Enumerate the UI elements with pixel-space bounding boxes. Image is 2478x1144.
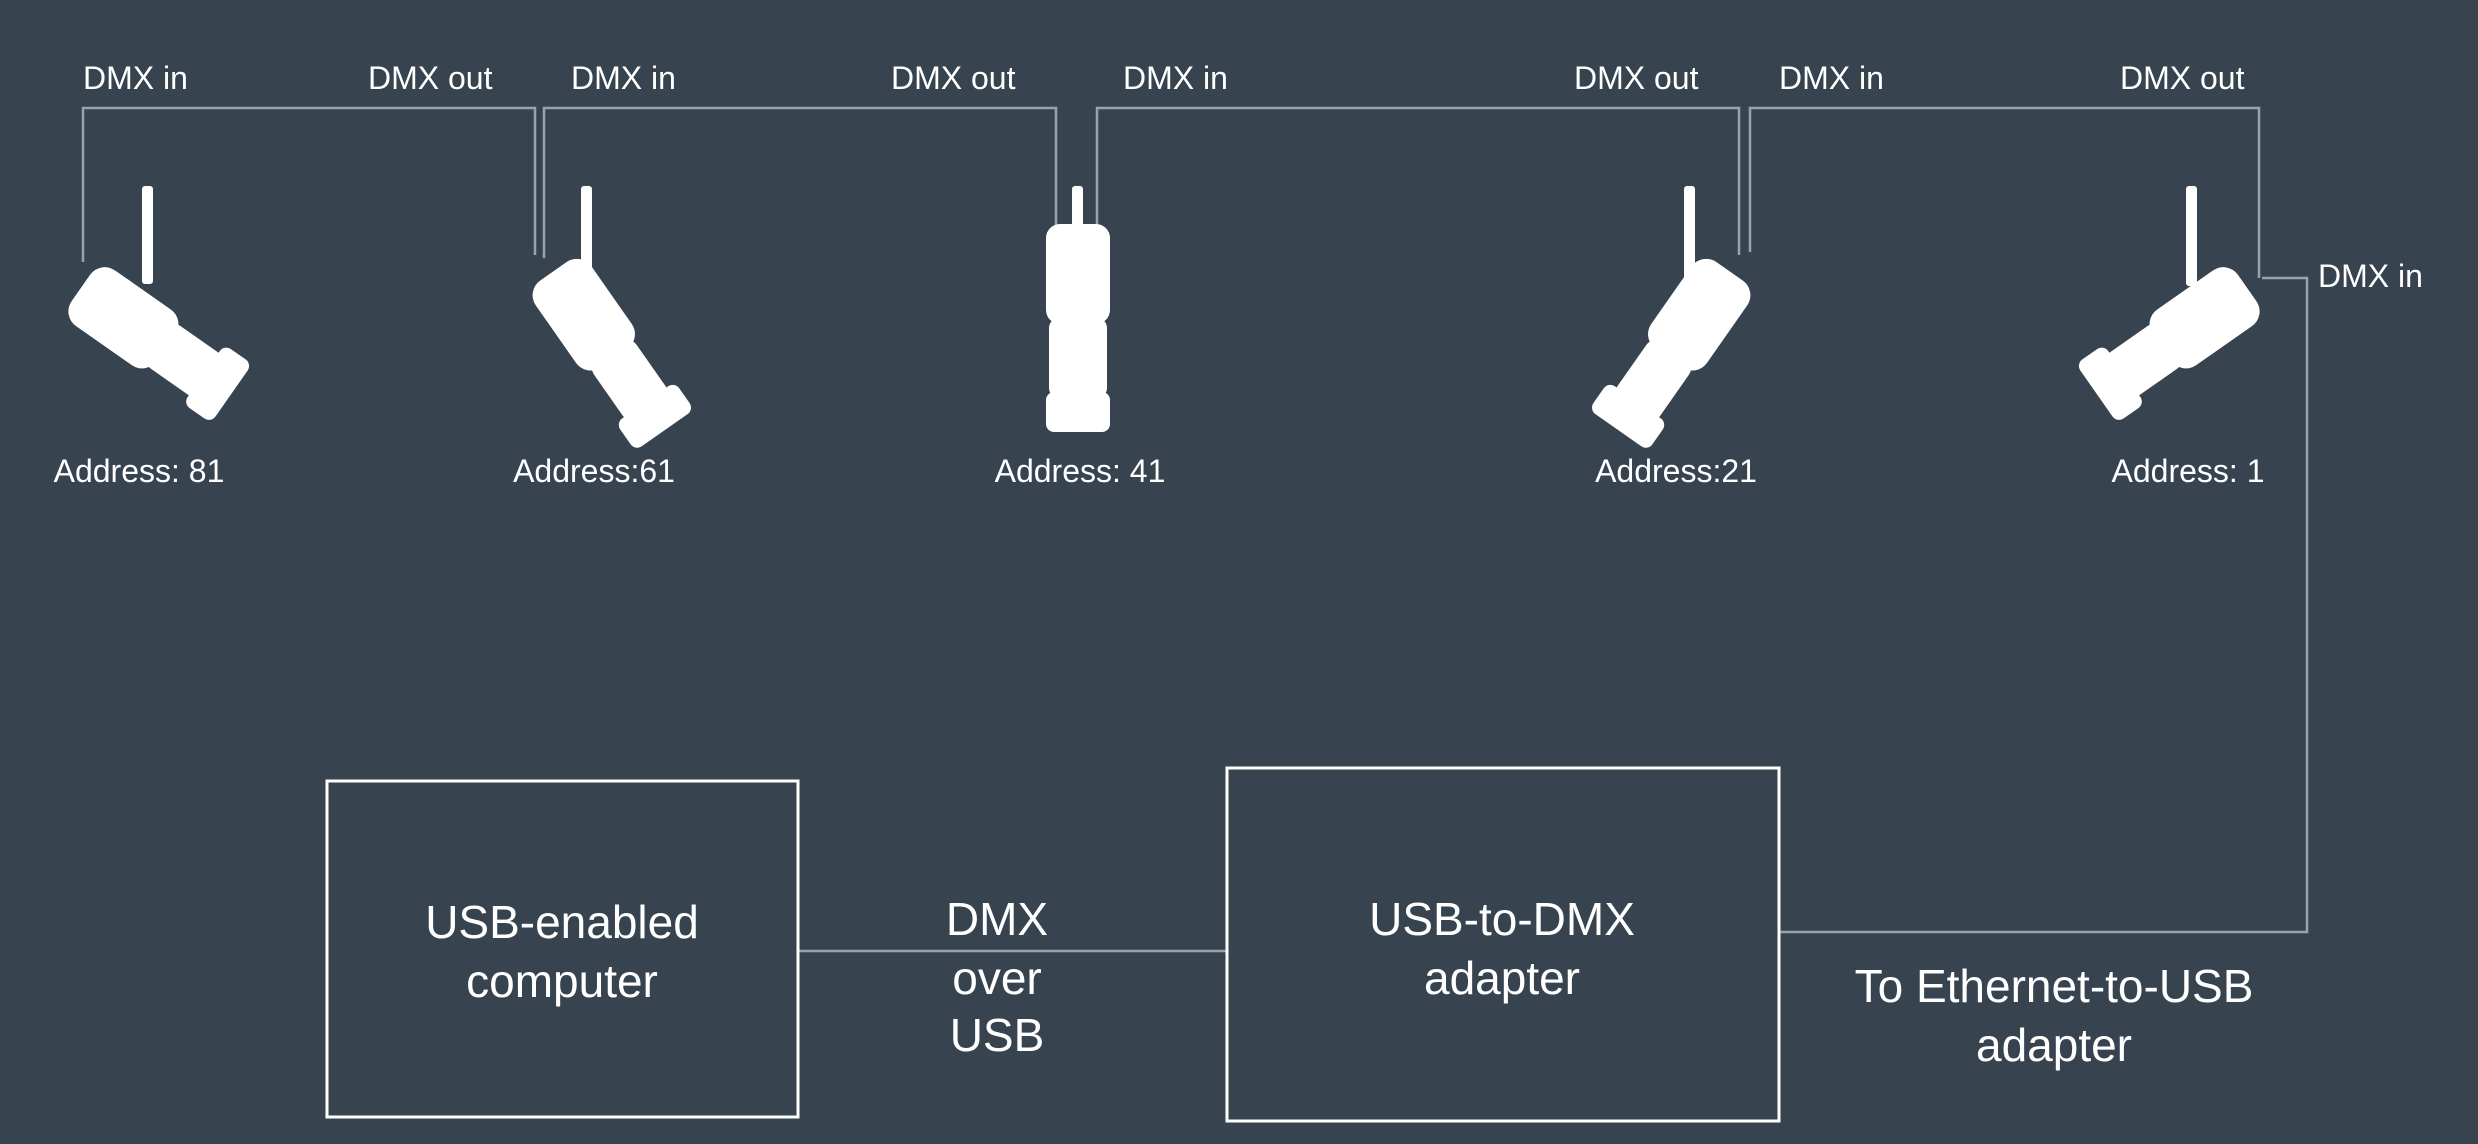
fixture1-dmx-in-label: DMX in <box>2318 258 2423 294</box>
wire-fixture1-to-adapter <box>1780 276 2309 934</box>
moving-head-light-icon <box>68 186 250 420</box>
ethernet-note-line1: To Ethernet-to-USB <box>1855 960 2254 1012</box>
fixture81-dmx-out-label: DMX out <box>368 60 493 96</box>
usb-to-dmx-adapter-box: USB-to-DMX adapter <box>1225 766 1781 1123</box>
ethernet-note-line2: adapter <box>1976 1019 2132 1071</box>
moving-head-light-icon <box>2078 186 2260 420</box>
fixture41-dmx-in-label: DMX in <box>1123 60 1228 96</box>
fixture61-dmx-in-label: DMX in <box>571 60 676 96</box>
wire-fixture81 <box>81 106 537 262</box>
wire-fixture81-to-61 <box>542 106 1058 258</box>
fixture41-dmx-out-label: DMX out <box>1574 60 1699 96</box>
fixture61-dmx-out-label: DMX out <box>891 60 1016 96</box>
dmx-chain-wires <box>81 106 2309 953</box>
computer-label-line1: USB-enabled <box>425 896 699 948</box>
fixture-address-label: Address:61 <box>513 453 675 489</box>
moving-head-light-icon <box>1592 186 1751 448</box>
port-labels: DMX in DMX out DMX in DMX out DMX in DMX… <box>83 60 2423 294</box>
ethernet-note: To Ethernet-to-USB adapter <box>1855 960 2254 1071</box>
computer-box: USB-enabled computer <box>325 779 800 1119</box>
fixture-address-label: Address:21 <box>1595 453 1757 489</box>
fixture-address-label: Address: 81 <box>54 453 225 489</box>
moving-head-light-icon <box>532 186 691 448</box>
adapter-label-line1: USB-to-DMX <box>1369 893 1635 945</box>
fixture81-dmx-in-label: DMX in <box>83 60 188 96</box>
fixture21-dmx-in-label: DMX in <box>1779 60 1884 96</box>
usb-link-label: DMX over USB <box>946 893 1048 1061</box>
adapter-label-line2: adapter <box>1424 952 1580 1004</box>
address-labels: Address: 81 Address:61 Address: 41 Addre… <box>54 453 2265 489</box>
fixture-address-label: Address: 41 <box>995 453 1166 489</box>
usb-link-line2: over <box>952 952 1041 1004</box>
fixture-address-label: Address: 1 <box>2112 453 2265 489</box>
fixture21-dmx-out-label: DMX out <box>2120 60 2245 96</box>
wire-fixture41-to-21 <box>1748 106 2261 278</box>
usb-link-line3: USB <box>950 1009 1045 1061</box>
wire-fixture61-to-41 <box>1095 106 1741 255</box>
moving-head-light-icon <box>1046 186 1110 432</box>
usb-link-line1: DMX <box>946 893 1048 945</box>
computer-label-line2: computer <box>466 955 658 1007</box>
